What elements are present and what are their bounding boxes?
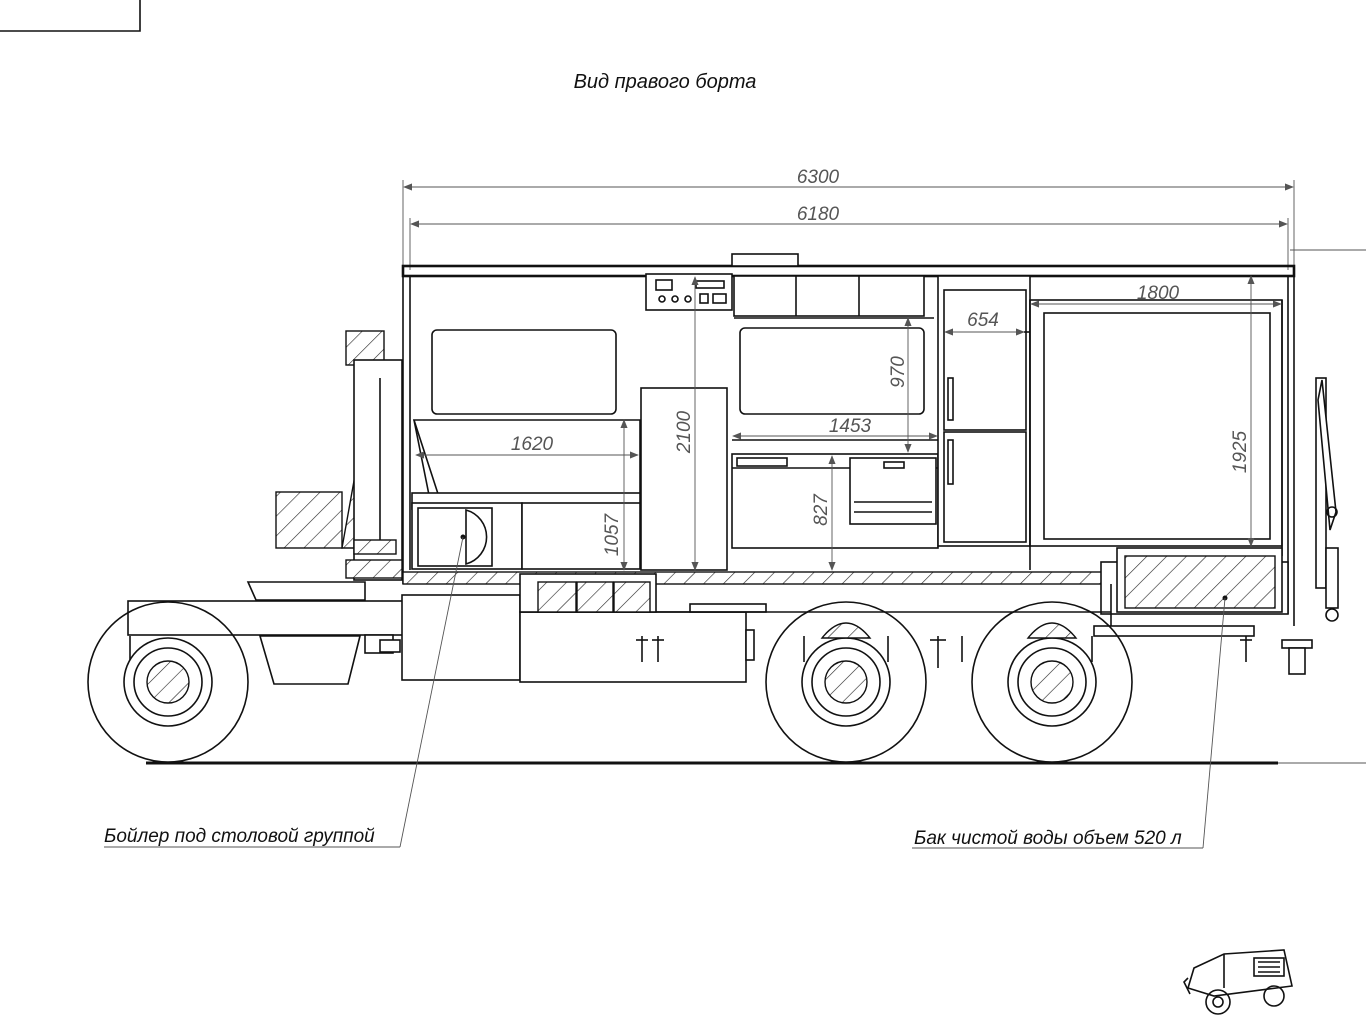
view-title: Вид правого борта — [574, 71, 757, 93]
control-panel — [645, 273, 733, 311]
dimension-fridge-width: 654 — [944, 310, 1025, 336]
fridge — [937, 275, 1031, 547]
dimension-table-height: 1057 — [602, 419, 628, 571]
dinette — [411, 419, 641, 570]
dimension-overall-length: 6300 — [402, 167, 1295, 270]
body-mounts — [129, 636, 1313, 675]
dimension-upper-cabinet-height: 970 — [888, 317, 912, 453]
dimension-wardrobe-height: 2100 — [674, 276, 699, 571]
dim-label-6300: 6300 — [797, 167, 840, 188]
dim-label-827: 827 — [811, 493, 832, 526]
dimension-inner-length: 6180 — [409, 204, 1289, 270]
truck-cab — [246, 330, 403, 601]
callout-boiler: Бойлер под столовой группой — [104, 536, 464, 848]
bed-module — [1029, 299, 1283, 570]
dimension-bed-width: 1800 — [1030, 283, 1282, 308]
dim-label-654: 654 — [967, 310, 999, 331]
dimension-kitchen-length: 1453 — [732, 416, 938, 440]
wardrobe — [640, 387, 728, 571]
water-tank — [1116, 547, 1283, 613]
kitchen-unit — [731, 439, 939, 549]
dim-label-1925: 1925 — [1230, 430, 1251, 473]
callout-water-tank-label: Бак чистой воды объем 520 л — [914, 828, 1182, 849]
dim-label-1453: 1453 — [829, 416, 872, 437]
title-block-corner — [0, 0, 141, 32]
dim-label-970: 970 — [888, 356, 909, 388]
upper-cabinets — [733, 275, 934, 319]
underfloor-storage — [519, 573, 657, 613]
dim-label-6180: 6180 — [797, 204, 840, 225]
dim-label-2100: 2100 — [674, 410, 695, 454]
rear-ladder — [1315, 377, 1339, 622]
truck-logo-icon — [1183, 949, 1293, 1015]
dimension-table-length: 1620 — [415, 434, 639, 459]
dim-label-1620: 1620 — [511, 434, 554, 455]
rear-wheel-2 — [971, 601, 1133, 763]
dim-label-1057: 1057 — [602, 512, 623, 556]
dim-label-1800: 1800 — [1137, 283, 1180, 304]
dimension-counter-height: 827 — [811, 455, 836, 571]
rear-wheel-1 — [765, 601, 927, 763]
callout-water-tank: Бак чистой воды объем 520 л — [912, 597, 1226, 849]
callout-boiler-label: Бойлер под столовой группой — [104, 826, 375, 847]
chassis — [127, 594, 1255, 685]
dimension-bed-clearance: 1925 — [1230, 275, 1255, 547]
